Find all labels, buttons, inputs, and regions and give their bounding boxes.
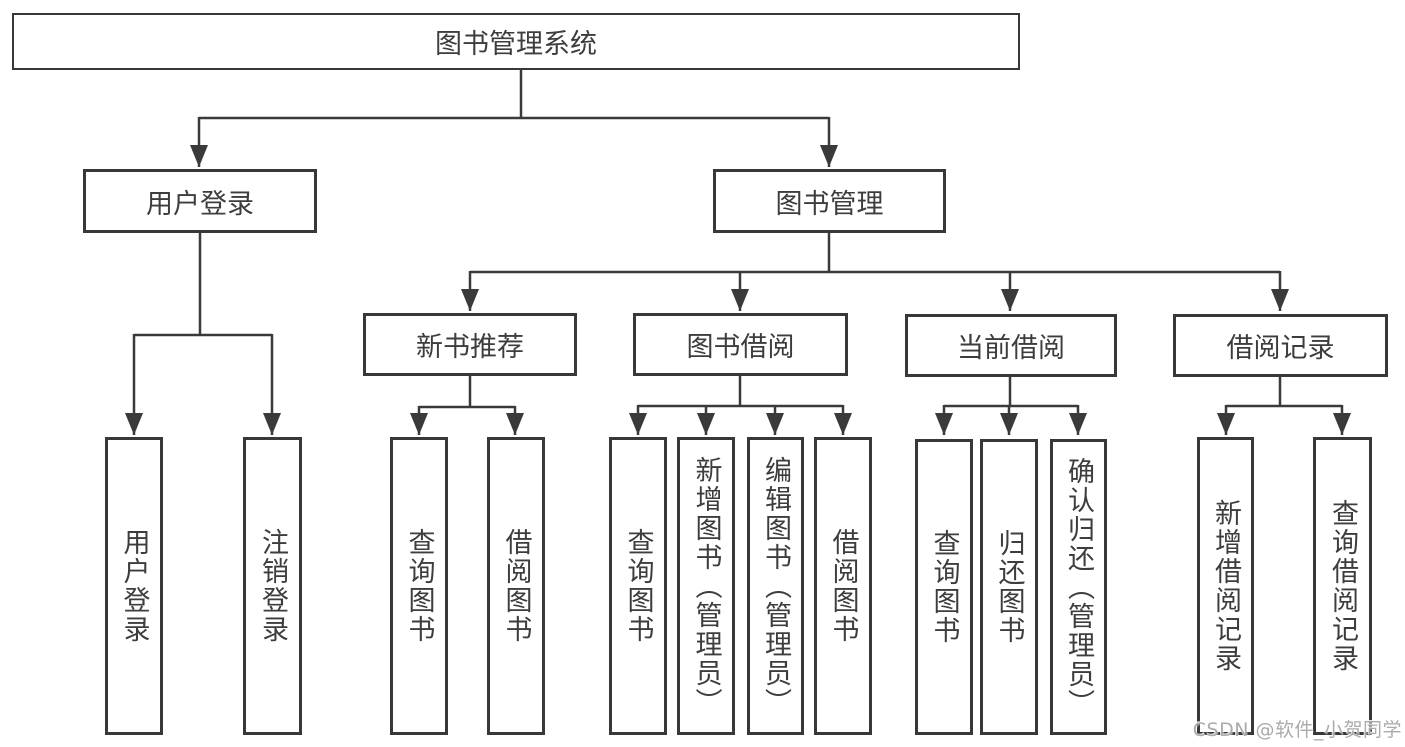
node-borrowing-records: 借阅记录 bbox=[1173, 314, 1388, 377]
leaf-confirm-return-admin: 确认归还（管理员） bbox=[1050, 439, 1107, 735]
leaf-query-borrow-record: 查询借阅记录 bbox=[1313, 437, 1372, 735]
leaf-borrow-books-recommend: 借阅图书 bbox=[487, 437, 545, 735]
node-current-borrowing: 当前借阅 bbox=[905, 314, 1117, 377]
leaf-add-borrow-record: 新增借阅记录 bbox=[1197, 437, 1254, 735]
leaf-return-books: 归还图书 bbox=[980, 439, 1038, 735]
leaf-query-books-borrow: 查询图书 bbox=[609, 437, 667, 735]
leaf-borrow-books: 借阅图书 bbox=[814, 437, 872, 735]
leaf-query-books-current: 查询图书 bbox=[915, 439, 973, 735]
leaf-query-books-recommend: 查询图书 bbox=[390, 437, 448, 735]
node-book-management: 图书管理 bbox=[713, 169, 946, 233]
leaf-edit-books-admin: 编辑图书（管理员） bbox=[747, 437, 804, 735]
node-new-book-recommend: 新书推荐 bbox=[363, 313, 577, 376]
leaf-user-login: 用户登录 bbox=[105, 437, 163, 735]
node-book-borrowing: 图书借阅 bbox=[633, 313, 848, 376]
leaf-add-books-admin: 新增图书（管理员） bbox=[677, 437, 735, 735]
node-root-system: 图书管理系统 bbox=[12, 13, 1020, 70]
leaf-logout: 注销登录 bbox=[243, 437, 302, 735]
csdn-watermark: CSDN @软件_小贺同学 bbox=[1192, 719, 1402, 741]
node-user-login: 用户登录 bbox=[83, 169, 317, 233]
